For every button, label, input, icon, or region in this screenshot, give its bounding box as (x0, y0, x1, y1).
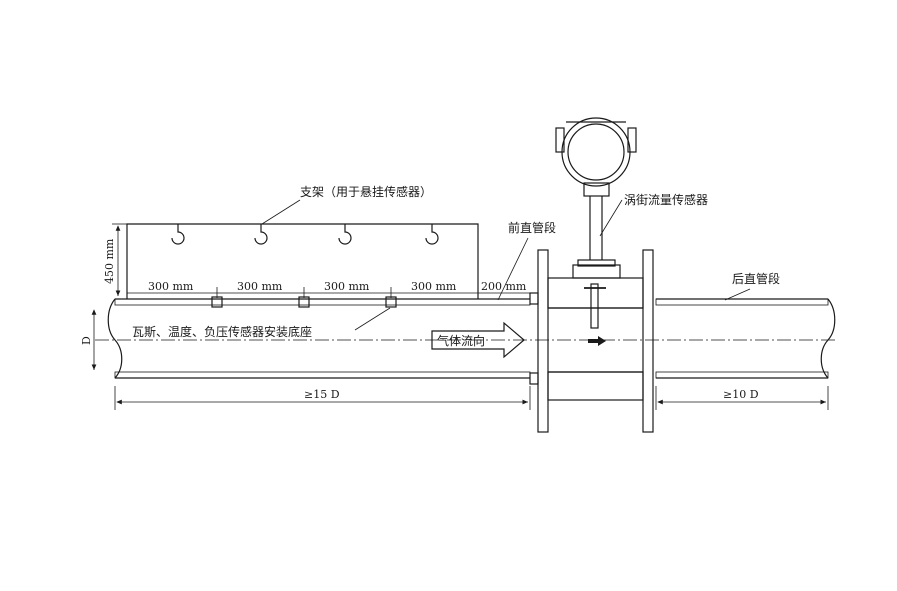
vortex-sensor-label: 涡街流量传感器 (624, 192, 708, 207)
rear-section-label: 后直管段 (732, 271, 780, 286)
bracket-height-label: 450 mm (103, 238, 116, 284)
flanges (529, 249, 654, 433)
diameter-label: D (80, 336, 93, 345)
spacing-dimensions: 300 mm 300 mm 300 mm 300 mm 200 mm (127, 280, 530, 298)
spacing-2-label: 300 mm (237, 280, 283, 293)
spacing-4-label: 300 mm (411, 280, 457, 293)
vortex-sensor-head (555, 117, 637, 279)
front-section-label: 前直管段 (508, 220, 556, 235)
bracket: 支架（用于悬挂传感器） (126, 184, 479, 299)
section-labels: 前直管段 涡街流量传感器 后直管段 (497, 192, 780, 301)
bracket-label: 支架（用于悬挂传感器） (300, 184, 432, 199)
upstream-pipe (107, 298, 531, 379)
bracket-leader (261, 199, 301, 225)
offset-label: 200 mm (481, 280, 527, 293)
downstream-pipe (655, 298, 836, 379)
length-dimensions: ≥15 D ≥10 D (114, 386, 829, 410)
gas-flow-label: 气体流向 (437, 333, 485, 348)
flowmeter-body (547, 277, 644, 401)
gas-flow-arrow: 气体流向 (431, 321, 525, 359)
downstream-length-label: ≥10 D (723, 388, 759, 401)
bracket-height-dimension: 450 mm (103, 223, 127, 296)
spacing-3-label: 300 mm (324, 280, 370, 293)
diameter-dimension: D (80, 309, 97, 370)
sensor-base-leader (354, 307, 391, 331)
upstream-length-label: ≥15 D (304, 388, 340, 401)
sensor-bases-label: 瓦斯、温度、负压传感器安装底座 (132, 324, 312, 339)
spacing-1-label: 300 mm (148, 280, 194, 293)
